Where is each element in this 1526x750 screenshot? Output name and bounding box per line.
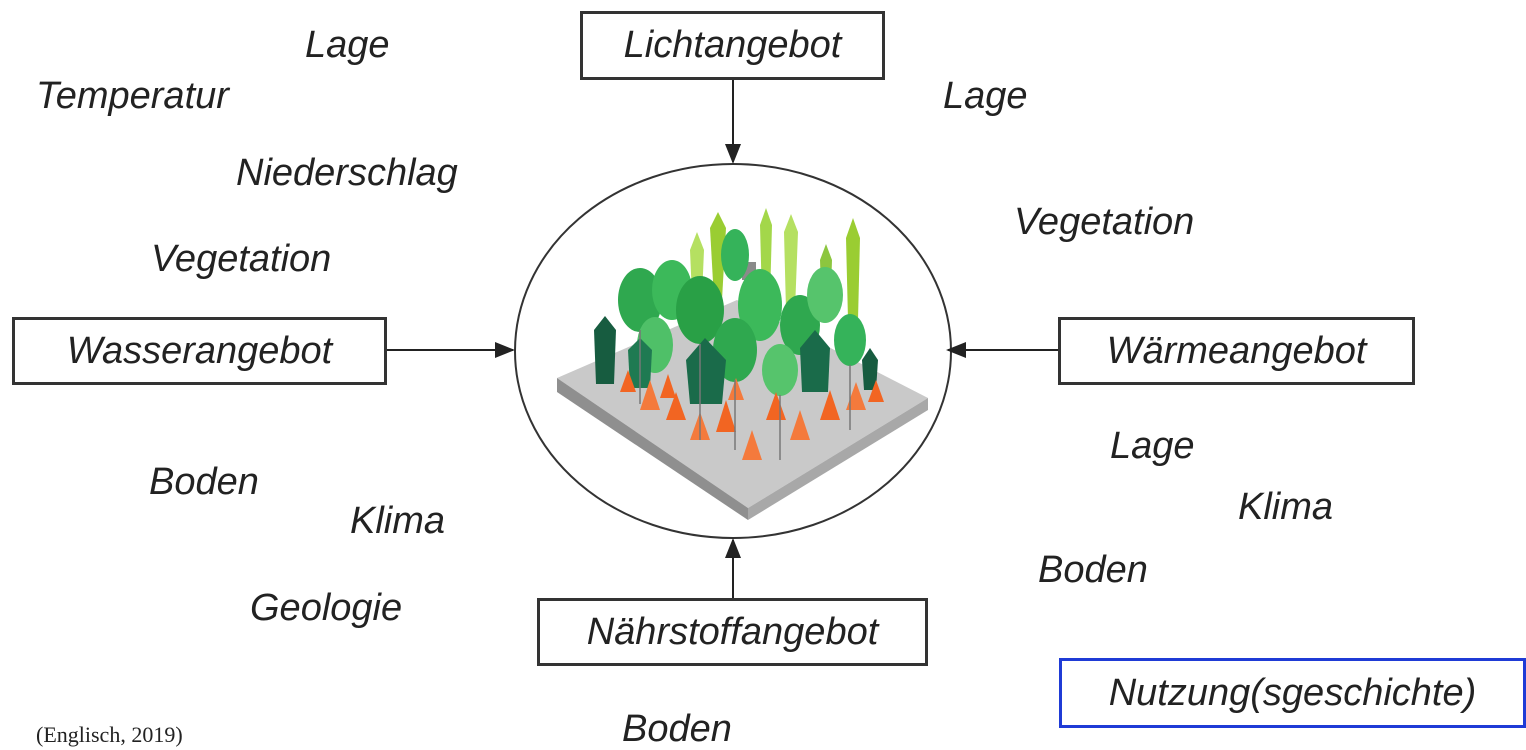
label-boden-nutrient: Boden <box>622 708 732 750</box>
water-supply-box: Wasserangebot <box>12 317 387 385</box>
label-lage-water: Lage <box>305 24 390 66</box>
label-lage-heat: Lage <box>1110 425 1195 467</box>
label-lage-light: Lage <box>943 75 1028 117</box>
nutrient-supply-box: Nährstoffangebot <box>537 598 928 666</box>
label-geologie: Geologie <box>250 587 403 629</box>
label-vegetation-light: Vegetation <box>1014 201 1195 243</box>
label-klima-heat: Klima <box>1238 486 1334 528</box>
label-boden-heat: Boden <box>1038 549 1148 591</box>
heat-supply-box: Wärmeangebot <box>1058 317 1415 385</box>
label-klima-left: Klima <box>350 500 446 542</box>
label-vegetation-water: Vegetation <box>151 238 332 280</box>
label-boden-left: Boden <box>149 461 259 503</box>
forest-illustration <box>557 208 928 520</box>
citation: (Englisch, 2019) <box>36 722 183 747</box>
label-temperatur: Temperatur <box>36 75 229 117</box>
label-niederschlag: Niederschlag <box>236 152 458 194</box>
usage-history-box: Nutzung(sgeschichte) <box>1059 658 1526 728</box>
light-supply-box: Lichtangebot <box>580 11 885 80</box>
